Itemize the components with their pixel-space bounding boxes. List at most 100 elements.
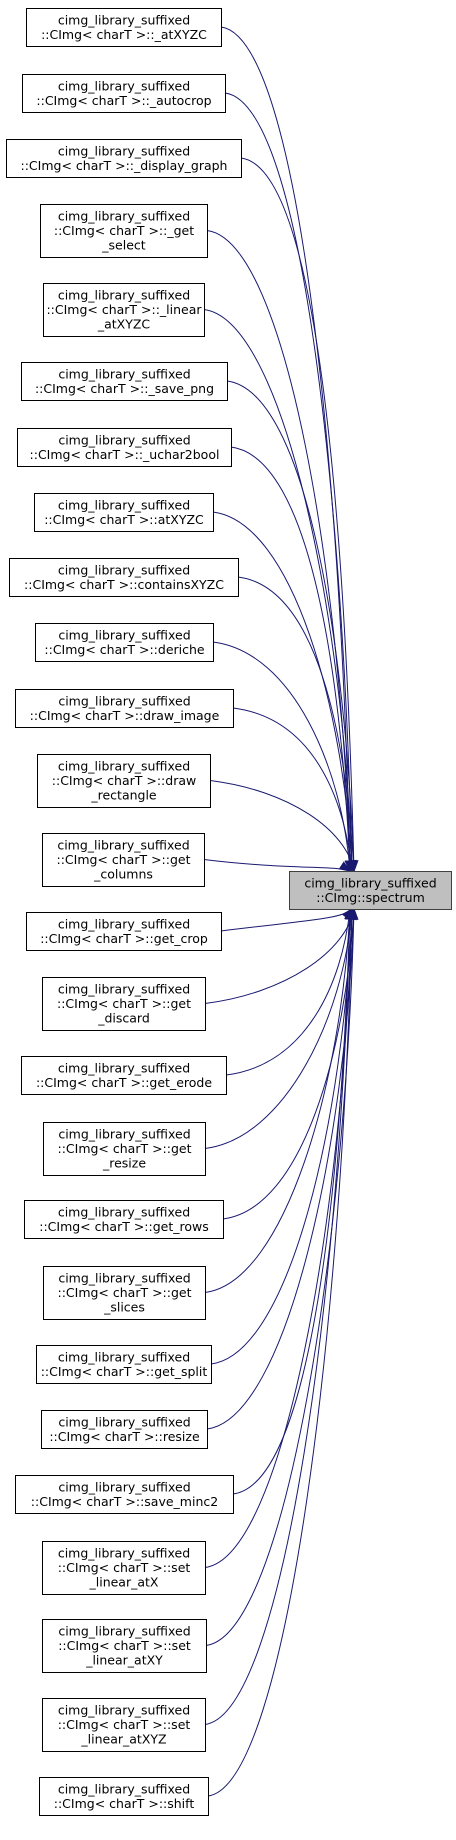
- caller-node-box: [35, 623, 214, 662]
- caller-node-label-line: cimg_library_suffixed: [58, 1127, 190, 1142]
- caller-node-box: [43, 1122, 206, 1176]
- call-edge: [204, 907, 357, 1568]
- call-edge-line: [206, 230, 351, 872]
- caller-node[interactable]: cimg_library_suffixed::CImg< charT >::de…: [35, 623, 214, 662]
- caller-node-label-line: ::CImg< charT >::draw_image: [30, 708, 220, 723]
- caller-node-label-line: ::CImg< charT >::get: [56, 852, 190, 867]
- caller-node-label-line: cimg_library_suffixed: [58, 432, 190, 447]
- target-node-spectrum[interactable]: cimg_library_suffixed::CImg::spectrum: [289, 871, 452, 910]
- caller-node[interactable]: cimg_library_suffixed::CImg< charT >::_a…: [22, 74, 226, 113]
- caller-node-label-line: cimg_library_suffixed: [58, 1349, 190, 1364]
- call-edge: [212, 641, 354, 873]
- caller-node-label-line: ::CImg< charT >::draw: [52, 773, 196, 788]
- call-edge: [230, 446, 355, 873]
- call-edge: [204, 907, 355, 1725]
- caller-node[interactable]: cimg_library_suffixed::CImg< charT >::ge…: [36, 1345, 212, 1384]
- caller-node-label-line: ::CImg< charT >::resize: [49, 1429, 200, 1444]
- caller-node-box: [42, 833, 205, 887]
- caller-node-box: [39, 1777, 209, 1816]
- caller-node-label-line: ::CImg< charT >::set: [58, 1638, 191, 1653]
- call-edge-line: [224, 92, 353, 872]
- caller-node[interactable]: cimg_library_suffixed::CImg< charT >::dr…: [15, 689, 234, 728]
- call-edge-line: [207, 908, 353, 1797]
- arrowhead: [338, 861, 352, 872]
- caller-node-box: [42, 1619, 207, 1673]
- caller-node-box: [26, 912, 222, 951]
- caller-node-label-line: ::CImg< charT >::_linear: [46, 302, 202, 317]
- target-node-spectrum-box: [289, 871, 452, 910]
- caller-node-box: [43, 1266, 206, 1320]
- call-edge-line: [226, 380, 355, 872]
- call-edge-line: [230, 446, 351, 872]
- caller-node[interactable]: cimg_library_suffixed::CImg< charT >::_s…: [21, 362, 228, 401]
- caller-node[interactable]: cimg_library_suffixed::CImg< charT >::ge…: [42, 833, 205, 887]
- caller-node[interactable]: cimg_library_suffixed::CImg< charT >::_a…: [26, 8, 222, 47]
- caller-node-label-line: _rectangle: [90, 788, 157, 803]
- caller-node[interactable]: cimg_library_suffixed::CImg< charT >::re…: [41, 1410, 208, 1449]
- caller-node-label-line: ::CImg< charT >::_autocrop: [36, 93, 211, 108]
- caller-node[interactable]: cimg_library_suffixed::CImg< charT >::_g…: [40, 204, 208, 258]
- caller-node-box: [42, 1698, 206, 1752]
- caller-node[interactable]: cimg_library_suffixed::CImg< charT >::ge…: [26, 912, 222, 951]
- caller-node-box: [37, 754, 211, 808]
- call-edge-line: [209, 780, 355, 872]
- caller-node-label-line: _linear_atXY: [85, 1653, 163, 1668]
- caller-node[interactable]: cimg_library_suffixed::CImg< charT >::ge…: [43, 1266, 206, 1320]
- caller-node[interactable]: cimg_library_suffixed::CImg< charT >::_l…: [43, 283, 205, 337]
- caller-node-label-line: cimg_library_suffixed: [58, 627, 190, 642]
- caller-node[interactable]: cimg_library_suffixed::CImg< charT >::dr…: [37, 754, 211, 808]
- caller-node[interactable]: cimg_library_suffixed::CImg< charT >::co…: [9, 558, 239, 597]
- caller-node[interactable]: cimg_library_suffixed::CImg< charT >::se…: [42, 1619, 207, 1673]
- arrowhead: [347, 907, 357, 920]
- caller-node-box: [40, 204, 208, 258]
- caller-node[interactable]: cimg_library_suffixed::CImg< charT >::_u…: [17, 428, 232, 467]
- caller-node-label-line: _resize: [102, 1156, 146, 1171]
- caller-node[interactable]: cimg_library_suffixed::CImg< charT >::sh…: [39, 1777, 209, 1816]
- call-edge-line: [220, 26, 351, 872]
- call-edge-line: [204, 908, 353, 1149]
- caller-node[interactable]: cimg_library_suffixed::CImg< charT >::ge…: [42, 977, 206, 1031]
- caller-node-label-line: _linear_atXYZ: [80, 1732, 166, 1747]
- caller-node-box: [42, 1541, 206, 1595]
- caller-node-box: [17, 428, 232, 467]
- call-edge-line: [203, 859, 351, 872]
- caller-node[interactable]: cimg_library_suffixed::CImg< charT >::ge…: [21, 1056, 227, 1095]
- call-edge: [220, 907, 353, 932]
- caller-node-label-line: cimg_library_suffixed: [58, 982, 190, 997]
- caller-node-label-line: ::CImg< charT >::_get: [54, 223, 194, 238]
- caller-node-label-line: ::CImg< charT >::set: [58, 1717, 191, 1732]
- caller-node[interactable]: cimg_library_suffixed::CImg< charT >::at…: [34, 493, 214, 532]
- call-edge-line: [204, 908, 355, 1004]
- caller-node[interactable]: cimg_library_suffixed::CImg< charT >::ge…: [43, 1122, 206, 1176]
- caller-node-label-line: ::CImg< charT >::_save_png: [35, 381, 214, 396]
- call-edge: [204, 907, 357, 1004]
- caller-node-label-line: cimg_library_suffixed: [58, 1271, 190, 1286]
- caller-node[interactable]: cimg_library_suffixed::CImg< charT >::ge…: [24, 1200, 224, 1239]
- call-edge: [232, 907, 355, 1495]
- call-edge-line: [240, 157, 355, 872]
- caller-node[interactable]: cimg_library_suffixed::CImg< charT >::_d…: [6, 139, 242, 178]
- caller-node-label-line: _discard: [97, 1011, 150, 1026]
- caller-node-box: [43, 283, 205, 337]
- caller-node[interactable]: cimg_library_suffixed::CImg< charT >::sa…: [15, 1475, 234, 1514]
- call-edge: [209, 780, 357, 873]
- caller-node[interactable]: cimg_library_suffixed::CImg< charT >::se…: [42, 1698, 206, 1752]
- caller-node-label-line: cimg_library_suffixed: [58, 209, 190, 224]
- caller-node-label-line: ::CImg< charT >::atXYZC: [44, 512, 204, 527]
- caller-node-label-line: ::CImg< charT >::get: [57, 1141, 191, 1156]
- caller-node-label-line: ::CImg< charT >::_atXYZC: [41, 27, 207, 42]
- caller-node[interactable]: cimg_library_suffixed::CImg< charT >::se…: [42, 1541, 206, 1595]
- target-node-spectrum-label-line: cimg_library_suffixed: [304, 875, 436, 890]
- caller-node-box: [15, 1475, 234, 1514]
- call-edge: [204, 907, 356, 1149]
- call-edge: [205, 907, 359, 1646]
- caller-node-label-line: cimg_library_suffixed: [58, 1703, 190, 1718]
- caller-node-label-line: cimg_library_suffixed: [58, 916, 190, 931]
- caller-node-label-line: ::CImg< charT >::get: [57, 1285, 191, 1300]
- caller-node-label-line: cimg_library_suffixed: [58, 1204, 190, 1219]
- call-edge-line: [232, 707, 353, 872]
- caller-node-label-line: ::CImg< charT >::shift: [54, 1796, 195, 1811]
- target-node-spectrum-label-line: ::CImg::spectrum: [316, 890, 425, 905]
- call-edge-line: [206, 908, 355, 1430]
- call-edge: [207, 907, 357, 1797]
